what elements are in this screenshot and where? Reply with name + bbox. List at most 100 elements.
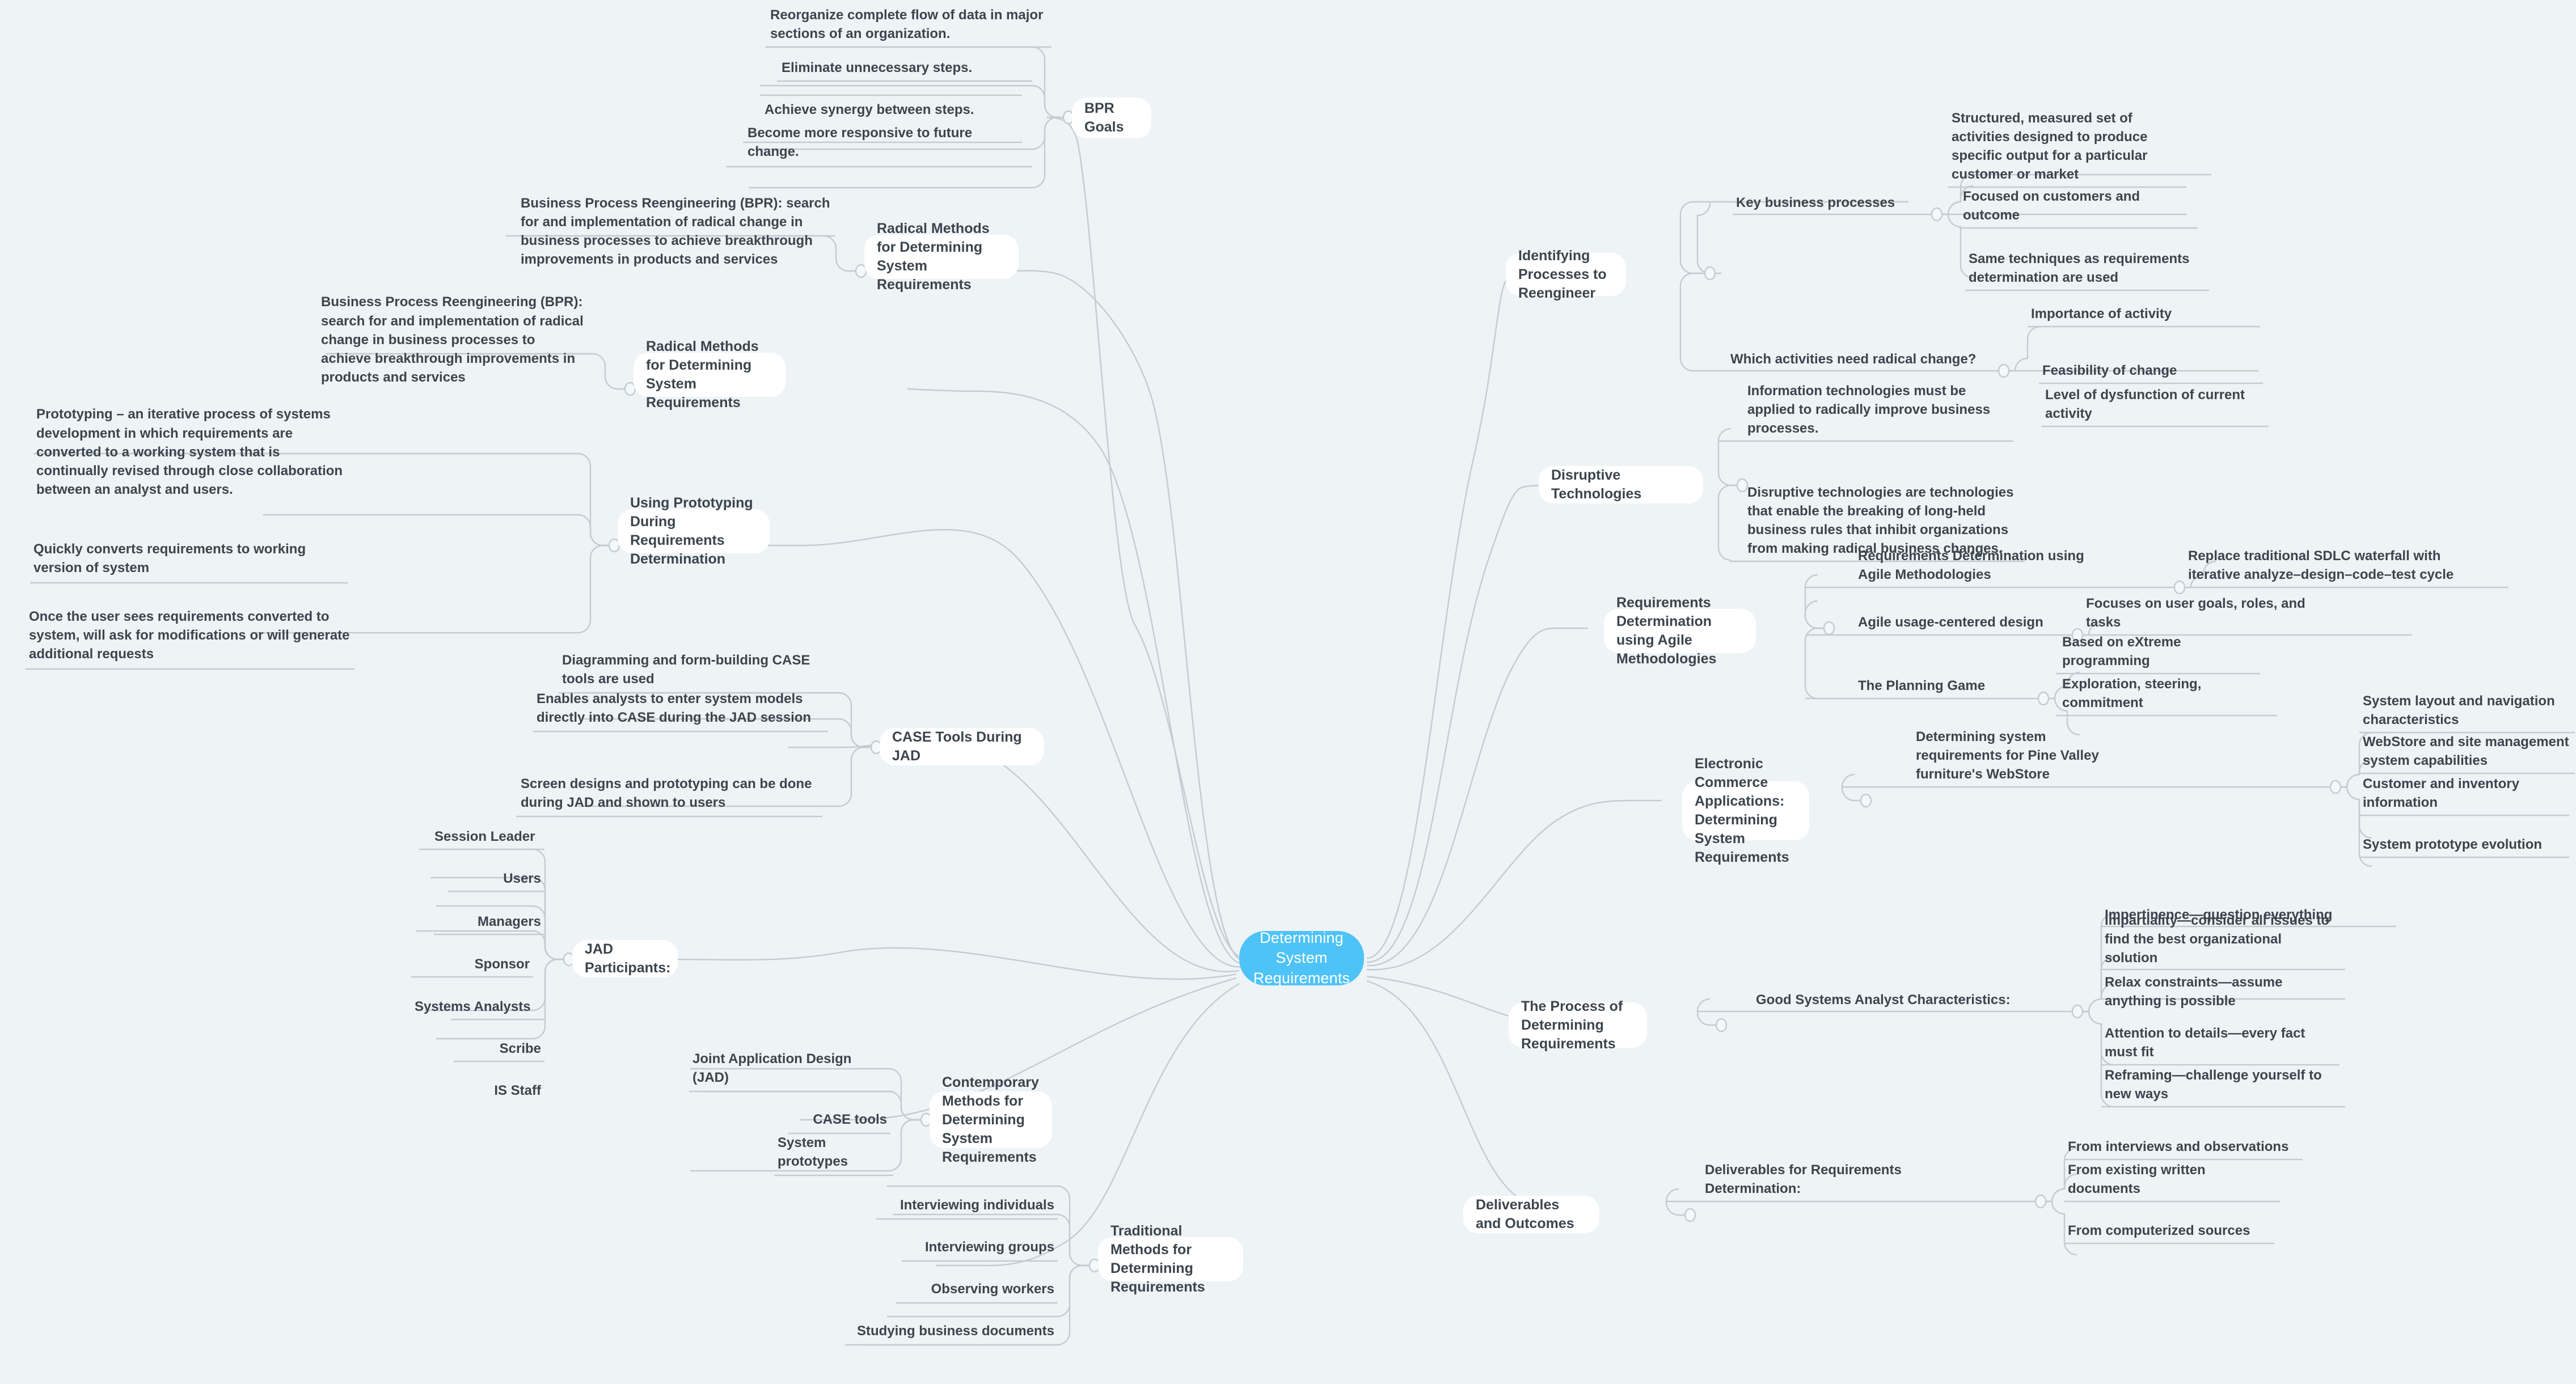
leaf-node[interactable]: Disruptive technologies are technologies… (1744, 475, 2025, 561)
leaf-node[interactable]: System prototype evolution (2359, 836, 2569, 857)
leaf-node[interactable]: Attention to details—every fact must fit (2101, 1026, 2339, 1065)
leaf-label: WebStore and site management system capa… (2363, 734, 2569, 768)
leaf-node[interactable]: Sponsor (411, 956, 533, 977)
leaf-node[interactable]: Level of dysfunction of current activity (2042, 387, 2269, 426)
leaf-node[interactable]: CASE tools (788, 1112, 890, 1132)
leaf-node[interactable]: Impartiality—consider all issues to find… (2101, 913, 2339, 971)
leaf-label: Key business processes (1736, 194, 1895, 210)
branch-label: Disruptive Technologies (1551, 467, 1642, 502)
leaf-label: Feasibility of change (2042, 362, 2177, 378)
leaf-node[interactable]: Feasibility of change (2039, 362, 2263, 383)
leaf-node[interactable]: Prototyping – an iterative process of sy… (33, 407, 350, 502)
leaf-node[interactable]: Impertinence—question everything (2101, 907, 2396, 928)
branch-jad-participants[interactable]: JAD Participants: (572, 940, 678, 977)
leaf-node[interactable]: Scribe (451, 1041, 544, 1061)
leaf-node[interactable]: Observing workers (896, 1281, 1058, 1302)
leaf-node[interactable]: Become more responsive to future change. (744, 125, 1022, 164)
leaf-node[interactable]: Exploration, steering, commitment (2059, 676, 2277, 716)
leaf-node[interactable]: Studying business documents (845, 1323, 1058, 1344)
branch-agile-methodologies[interactable]: Requirements Determination using Agile M… (1604, 595, 1756, 667)
leaf-node[interactable]: Requirements Determination using Agile M… (1855, 548, 2093, 587)
leaf-node[interactable]: Interviewing groups (902, 1239, 1058, 1260)
leaf-node[interactable]: The Planning Game (1855, 678, 2042, 699)
leaf-label: Agile usage-centered design (1858, 614, 2043, 630)
leaf-node[interactable]: Key business processes (1733, 194, 1948, 215)
branch-contemporary-methods[interactable]: Contemporary Methods for Determining Sys… (930, 1074, 1052, 1165)
leaf-node[interactable]: Quickly converts requirements to working… (30, 541, 348, 581)
leaf-node[interactable]: From computerized sources (2064, 1223, 2274, 1243)
leaf-node[interactable]: Relax constraints—assume anything is pos… (2101, 975, 2339, 1014)
leaf-node[interactable]: Customer and inventory information (2359, 776, 2569, 815)
leaf-label: Prototyping – an iterative process of sy… (36, 407, 343, 497)
leaf-label: Customer and inventory information (2363, 776, 2520, 810)
leaf-node[interactable]: Good Systems Analyst Characteristics: (1752, 992, 2025, 1013)
leaf-label: Sponsor (474, 956, 530, 972)
leaf-node[interactable]: Structured, measured set of activities d… (1948, 111, 2186, 187)
leaf-node[interactable]: Importance of activity (2028, 306, 2260, 327)
leaf-node[interactable]: System layout and navigation characteris… (2359, 693, 2575, 733)
branch-deliverables-outcomes[interactable]: Deliverables and Outcomes (1463, 1196, 1599, 1233)
leaf-label: Enables analysts to enter system models … (537, 691, 812, 725)
leaf-node[interactable]: Reframing—challenge yourself to new ways (2101, 1068, 2345, 1107)
branch-process-of-determining[interactable]: The Process of Determining Requirements (1509, 998, 1647, 1052)
branch-disruptive-technologies[interactable]: Disruptive Technologies (1539, 466, 1703, 503)
leaf-node[interactable]: Systems Analysts (411, 998, 544, 1019)
leaf-node[interactable]: WebStore and site management system capa… (2359, 734, 2575, 773)
leaf-node[interactable]: Deliverables for Requirements Determinat… (1701, 1162, 1928, 1201)
leaf-node[interactable]: Once the user sees requirements converte… (26, 609, 354, 667)
leaf-node[interactable]: Agile usage-centered design (1855, 614, 2076, 635)
leaf-label: Attention to details—every fact must fit (2105, 1025, 2305, 1060)
branch-radical-methods-2[interactable]: Radical Methods for Determining System R… (634, 338, 786, 410)
leaf-node[interactable]: Users (448, 871, 544, 891)
leaf-node[interactable]: Replace traditional SDLC waterfall with … (2185, 548, 2480, 587)
leaf-label: Disruptive technologies are technologies… (1747, 484, 2014, 556)
leaf-label: From interviews and observations (2068, 1138, 2289, 1154)
leaf-label: Once the user sees requirements converte… (29, 608, 350, 662)
leaf-label: Information technologies must be applied… (1747, 383, 1991, 436)
branch-ecommerce-applications[interactable]: Electronic Commerce Applications: Determ… (1682, 756, 1809, 865)
leaf-node[interactable]: Session Leader (431, 829, 544, 849)
leaf-label: Quickly converts requirements to working… (33, 541, 306, 575)
leaf-node[interactable]: Determining system requirements for Pine… (1912, 729, 2139, 787)
leaf-label: Joint Application Design (JAD) (692, 1051, 852, 1085)
leaf-node[interactable]: Joint Application Design (JAD) (689, 1051, 893, 1090)
leaf-label: The Planning Game (1858, 678, 1986, 693)
leaf-node[interactable]: From existing written documents (2064, 1162, 2280, 1201)
leaf-node[interactable]: Business Process Reengineering (BPR): se… (517, 196, 835, 272)
leaf-label: Achieve synergy between steps. (765, 101, 974, 117)
leaf-node[interactable]: Achieve synergy between steps. (761, 101, 1022, 122)
branch-identifying-processes[interactable]: Identifying Processes to Reengineer (1506, 248, 1626, 301)
leaf-node[interactable]: IS Staff (454, 1083, 544, 1103)
leaf-label: Systems Analysts (415, 998, 531, 1014)
branch-using-prototyping[interactable]: Using Prototyping During Requirements De… (618, 495, 770, 567)
leaf-node[interactable]: Diagramming and form-building CASE tools… (559, 653, 840, 692)
branch-traditional-methods[interactable]: Traditional Methods for Determining Requ… (1098, 1223, 1243, 1295)
leaf-label: System prototype evolution (2363, 836, 2543, 852)
branch-label: The Process of Determining Requirements (1521, 998, 1623, 1052)
leaf-label: Reframing—challenge yourself to new ways (2105, 1067, 2322, 1102)
leaf-node[interactable]: Reorganize complete flow of data in majo… (767, 7, 1051, 46)
leaf-node[interactable]: Interviewing individuals (876, 1197, 1058, 1218)
leaf-label: Determining system requirements for Pine… (1916, 729, 2099, 782)
leaf-label: System prototypes (778, 1135, 848, 1169)
leaf-node[interactable]: Eliminate unnecessary steps. (778, 60, 1032, 81)
leaf-node[interactable]: Based on eXtreme programming (2059, 634, 2260, 674)
leaf-node[interactable]: Same techniques as requirements determin… (1965, 251, 2203, 290)
leaf-node[interactable]: Managers (434, 914, 544, 934)
leaf-node[interactable]: System prototypes (774, 1135, 892, 1174)
leaf-node[interactable]: Screen designs and prototyping can be do… (517, 776, 824, 815)
root-node[interactable]: Determining System Requirements (1239, 929, 1364, 987)
leaf-node[interactable]: Information technologies must be applied… (1744, 383, 2013, 441)
leaf-node[interactable]: Focuses on user goals, roles, and tasks (2083, 596, 2321, 635)
leaf-label: Interviewing groups (924, 1239, 1054, 1255)
leaf-label: Focused on customers and outcome (1963, 188, 2140, 223)
leaf-node[interactable]: Focused on customers and outcome (1960, 189, 2198, 228)
branch-radical-methods-1[interactable]: Radical Methods for Determining System R… (864, 221, 1019, 293)
leaf-node[interactable]: From interviews and observations (2064, 1138, 2303, 1159)
leaf-label: Reorganize complete flow of data in majo… (770, 7, 1044, 41)
branch-case-tools-jad[interactable]: CASE Tools During JAD (880, 728, 1044, 765)
branch-bpr-goals[interactable]: BPR Goals (1072, 98, 1151, 138)
leaf-node[interactable]: Business Process Reengineering (BPR): se… (318, 294, 590, 390)
leaf-node[interactable]: Which activities need radical change? (1727, 352, 2005, 372)
leaf-node[interactable]: Enables analysts to enter system models … (533, 691, 828, 730)
